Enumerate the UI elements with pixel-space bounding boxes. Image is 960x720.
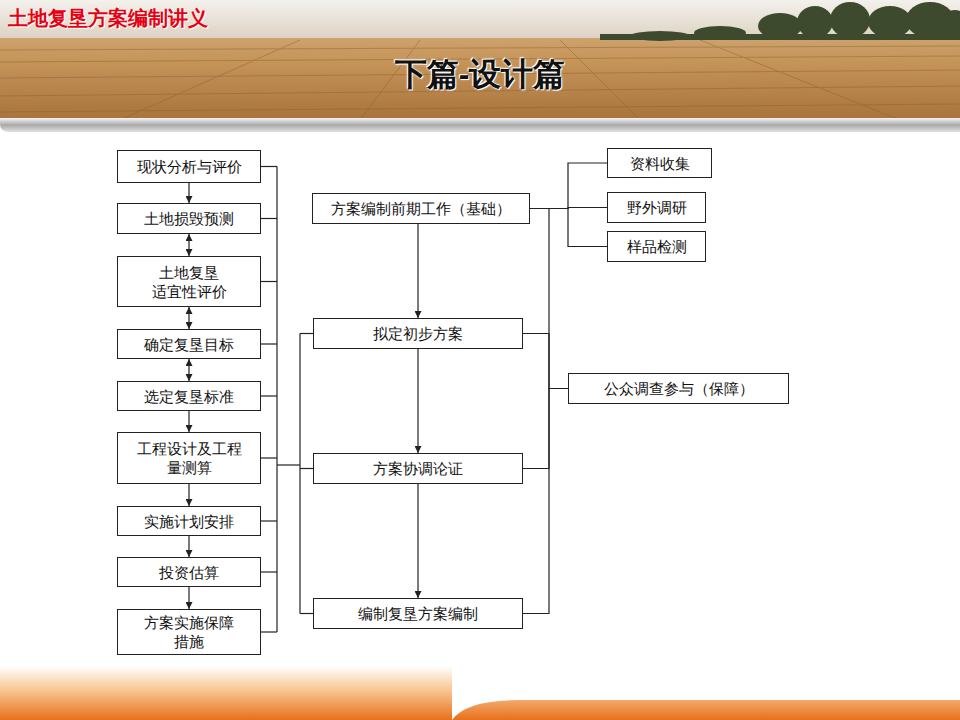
connector <box>188 411 189 432</box>
box-text: 拟定初步方案 <box>373 324 463 343</box>
process-box: 方案实施保障 措施 <box>117 609 261 655</box>
process-box: 方案编制前期工作（基础） <box>312 193 530 224</box>
process-box: 方案协调论证 <box>313 453 523 484</box>
process-box: 现状分析与评价 <box>117 150 261 183</box>
connector <box>523 389 568 469</box>
process-box: 工程设计及工程 量测算 <box>117 432 261 484</box>
page-title: 下篇-设计篇 <box>0 54 960 94</box>
box-text: 方案编制前期工作（基础） <box>331 199 511 218</box>
connector <box>417 484 418 598</box>
box-text: 工程设计及工程 量测算 <box>135 439 243 477</box>
connector <box>523 334 568 389</box>
connector <box>523 389 568 614</box>
connector <box>417 224 418 318</box>
process-box: 资料收集 <box>607 148 712 178</box>
box-text: 确定复垦目标 <box>144 335 234 354</box>
box-text: 选定复垦标准 <box>144 387 234 406</box>
box-text: 方案实施保障 措施 <box>143 613 235 651</box>
box-text: 样品检测 <box>627 237 687 256</box>
connector <box>188 484 189 506</box>
box-text: 实施计划安排 <box>144 512 234 531</box>
connector <box>188 587 189 609</box>
box-text: 野外调研 <box>627 198 687 217</box>
process-box: 选定复垦标准 <box>117 381 261 411</box>
process-box: 编制复垦方案编制 <box>313 598 523 629</box>
connector <box>188 307 189 329</box>
box-text: 资料收集 <box>630 154 690 173</box>
box-text: 编制复垦方案编制 <box>358 604 478 623</box>
header-label: 土地复垦方案编制讲义 <box>8 5 208 31</box>
process-box: 确定复垦目标 <box>117 329 261 359</box>
connector <box>530 163 607 209</box>
box-text: 公众调查参与（保障） <box>604 379 754 398</box>
connector <box>417 349 418 453</box>
process-box: 野外调研 <box>607 192 706 223</box>
bracket <box>261 167 313 633</box>
connector <box>188 359 189 381</box>
box-text: 现状分析与评价 <box>137 157 242 176</box>
process-box: 土地复垦 适宜性评价 <box>117 256 261 307</box>
box-text: 土地复垦 适宜性评价 <box>150 263 228 301</box>
process-box: 拟定初步方案 <box>313 318 523 349</box>
process-box: 土地损毁预测 <box>117 203 261 234</box>
connector <box>188 183 189 203</box>
connector <box>188 536 189 557</box>
box-text: 土地损毁预测 <box>144 209 234 228</box>
process-box: 公众调查参与（保障） <box>568 373 789 404</box>
process-box: 样品检测 <box>607 231 706 262</box>
process-box: 实施计划安排 <box>117 506 261 536</box>
connector <box>188 234 189 256</box>
connector <box>530 209 607 247</box>
box-text: 投资估算 <box>159 563 219 582</box>
process-box: 投资估算 <box>117 557 261 587</box>
box-text: 方案协调论证 <box>373 459 463 478</box>
